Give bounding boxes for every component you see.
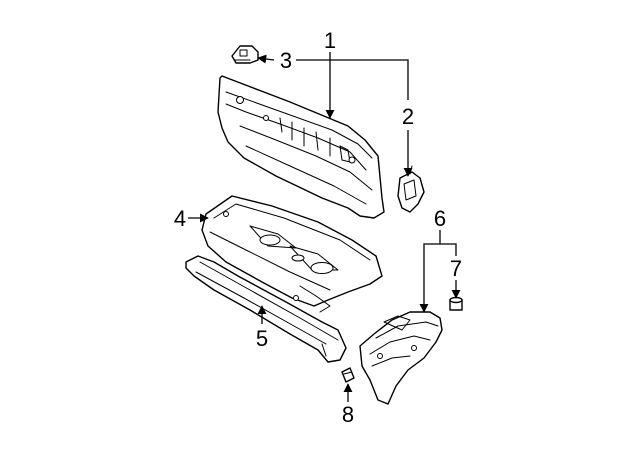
- callout-7: 7: [450, 256, 462, 281]
- callout-4: 4: [174, 206, 186, 231]
- part-3-bracket-clip: [231, 45, 259, 64]
- callout-3: 3: [280, 48, 292, 73]
- part-6-wheelhouse-extension: [359, 311, 443, 405]
- part-1-rear-body-panel: [217, 75, 385, 219]
- part-2-side-bracket: [397, 165, 425, 213]
- callout-5: 5: [256, 326, 268, 351]
- callout-1: 1: [324, 28, 336, 53]
- callout-8: 8: [342, 402, 354, 427]
- part-8-fastener: [341, 367, 355, 383]
- callout-labels: 1 2 3 4 5 6 7 8: [174, 28, 462, 427]
- callout-6: 6: [434, 206, 446, 231]
- part-4-package-tray: [201, 195, 383, 313]
- part-7-plug: [449, 296, 463, 311]
- callout-2: 2: [402, 104, 414, 129]
- leader-lines: [188, 52, 461, 402]
